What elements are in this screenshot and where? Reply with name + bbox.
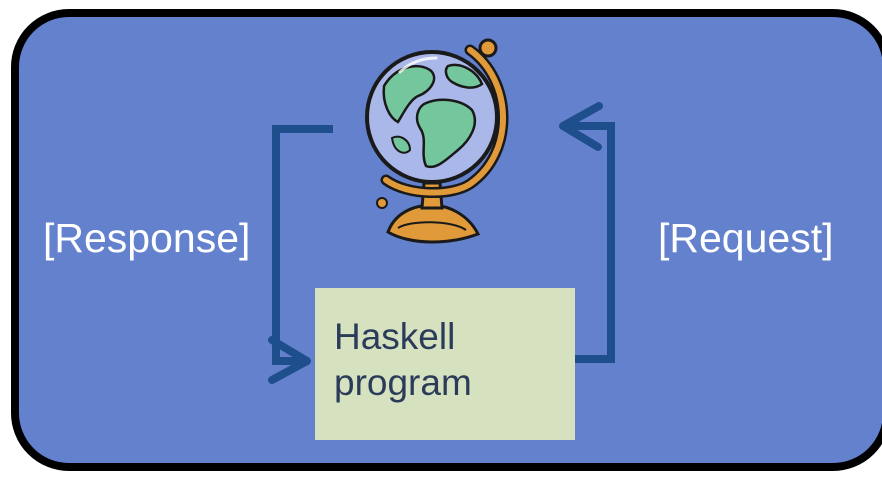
request-label: [Request] xyxy=(658,215,834,261)
program-box-line-2: program xyxy=(334,362,472,403)
haskell-program-box: Haskell program xyxy=(315,288,575,440)
response-label: [Response] xyxy=(43,215,251,261)
program-box-line-1: Haskell xyxy=(334,316,456,357)
request-arrow xyxy=(559,102,615,363)
response-arrow xyxy=(268,125,333,384)
globe-icon xyxy=(365,38,509,244)
